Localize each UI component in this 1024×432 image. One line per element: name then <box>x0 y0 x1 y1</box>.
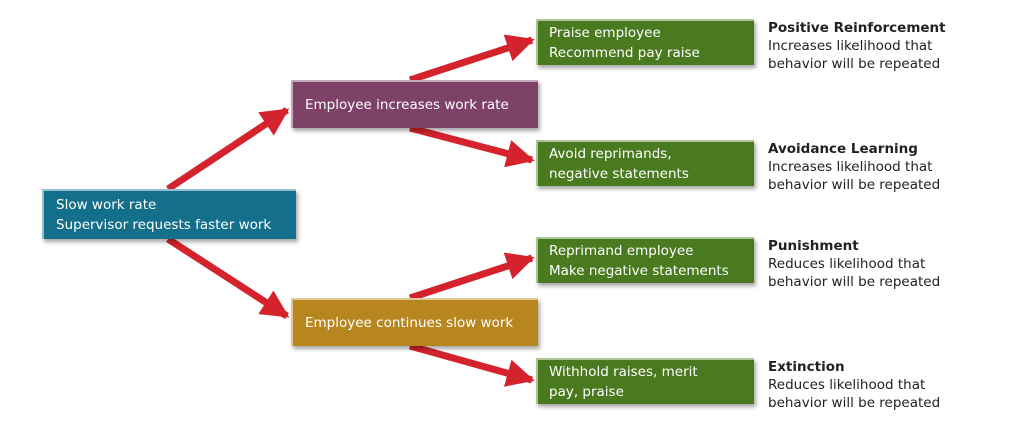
result-description: behavior will be repeated <box>768 274 941 290</box>
node-text: Slow work rate <box>56 197 157 213</box>
result-description: Reduces likelihood that <box>768 256 926 272</box>
arrow-continue-to-reprimand <box>408 252 535 302</box>
node-text: Employee continues slow work <box>305 315 514 331</box>
node-text: Avoid reprimands, <box>549 146 672 162</box>
result-avoidance-learning: Avoidance Learning Increases likelihood … <box>768 140 1024 194</box>
result-title: Extinction <box>768 359 845 375</box>
result-title: Positive Reinforcement <box>768 20 946 36</box>
result-description: behavior will be repeated <box>768 177 941 193</box>
result-description: Increases likelihood that <box>768 38 933 54</box>
arrow-continue-to-withhold <box>409 342 535 387</box>
node-text: Supervisor requests faster work <box>56 217 272 233</box>
node-text: Withhold raises, merit <box>549 364 698 380</box>
arrow-increase-to-avoid <box>409 124 535 168</box>
arrow-start-to-increase <box>166 107 290 192</box>
node-praise-employee: Praise employee Recommend pay raise <box>536 19 754 65</box>
node-text: Reprimand employee <box>549 243 694 259</box>
result-positive-reinforcement: Positive Reinforcement Increases likelih… <box>768 19 1024 73</box>
result-extinction: Extinction Reduces likelihood that behav… <box>768 358 1024 412</box>
node-reprimand-employee: Reprimand employee Make negative stateme… <box>536 237 754 283</box>
result-description: Reduces likelihood that <box>768 377 926 393</box>
node-slow-work-rate: Slow work rate Supervisor requests faste… <box>42 189 296 239</box>
result-punishment: Punishment Reduces likelihood that behav… <box>768 237 1024 291</box>
node-avoid-reprimands: Avoid reprimands, negative statements <box>536 140 754 186</box>
node-text: pay, praise <box>549 384 624 400</box>
node-text: Employee increases work rate <box>305 97 509 113</box>
node-text: Make negative statements <box>549 263 729 279</box>
result-title: Avoidance Learning <box>768 141 918 157</box>
node-employee-continues-slow-work: Employee continues slow work <box>291 298 538 346</box>
result-description: Increases likelihood that <box>768 159 933 175</box>
node-employee-increases-work-rate: Employee increases work rate <box>291 80 538 128</box>
node-text: negative statements <box>549 166 689 182</box>
result-description: behavior will be repeated <box>768 56 941 72</box>
arrow-start-to-continue <box>166 236 290 319</box>
node-text: Praise employee <box>549 25 661 41</box>
node-withhold-raises: Withhold raises, merit pay, praise <box>536 358 754 404</box>
node-text: Recommend pay raise <box>549 45 700 61</box>
arrow-increase-to-praise <box>408 34 535 84</box>
result-description: behavior will be repeated <box>768 395 941 411</box>
result-title: Punishment <box>768 238 859 254</box>
